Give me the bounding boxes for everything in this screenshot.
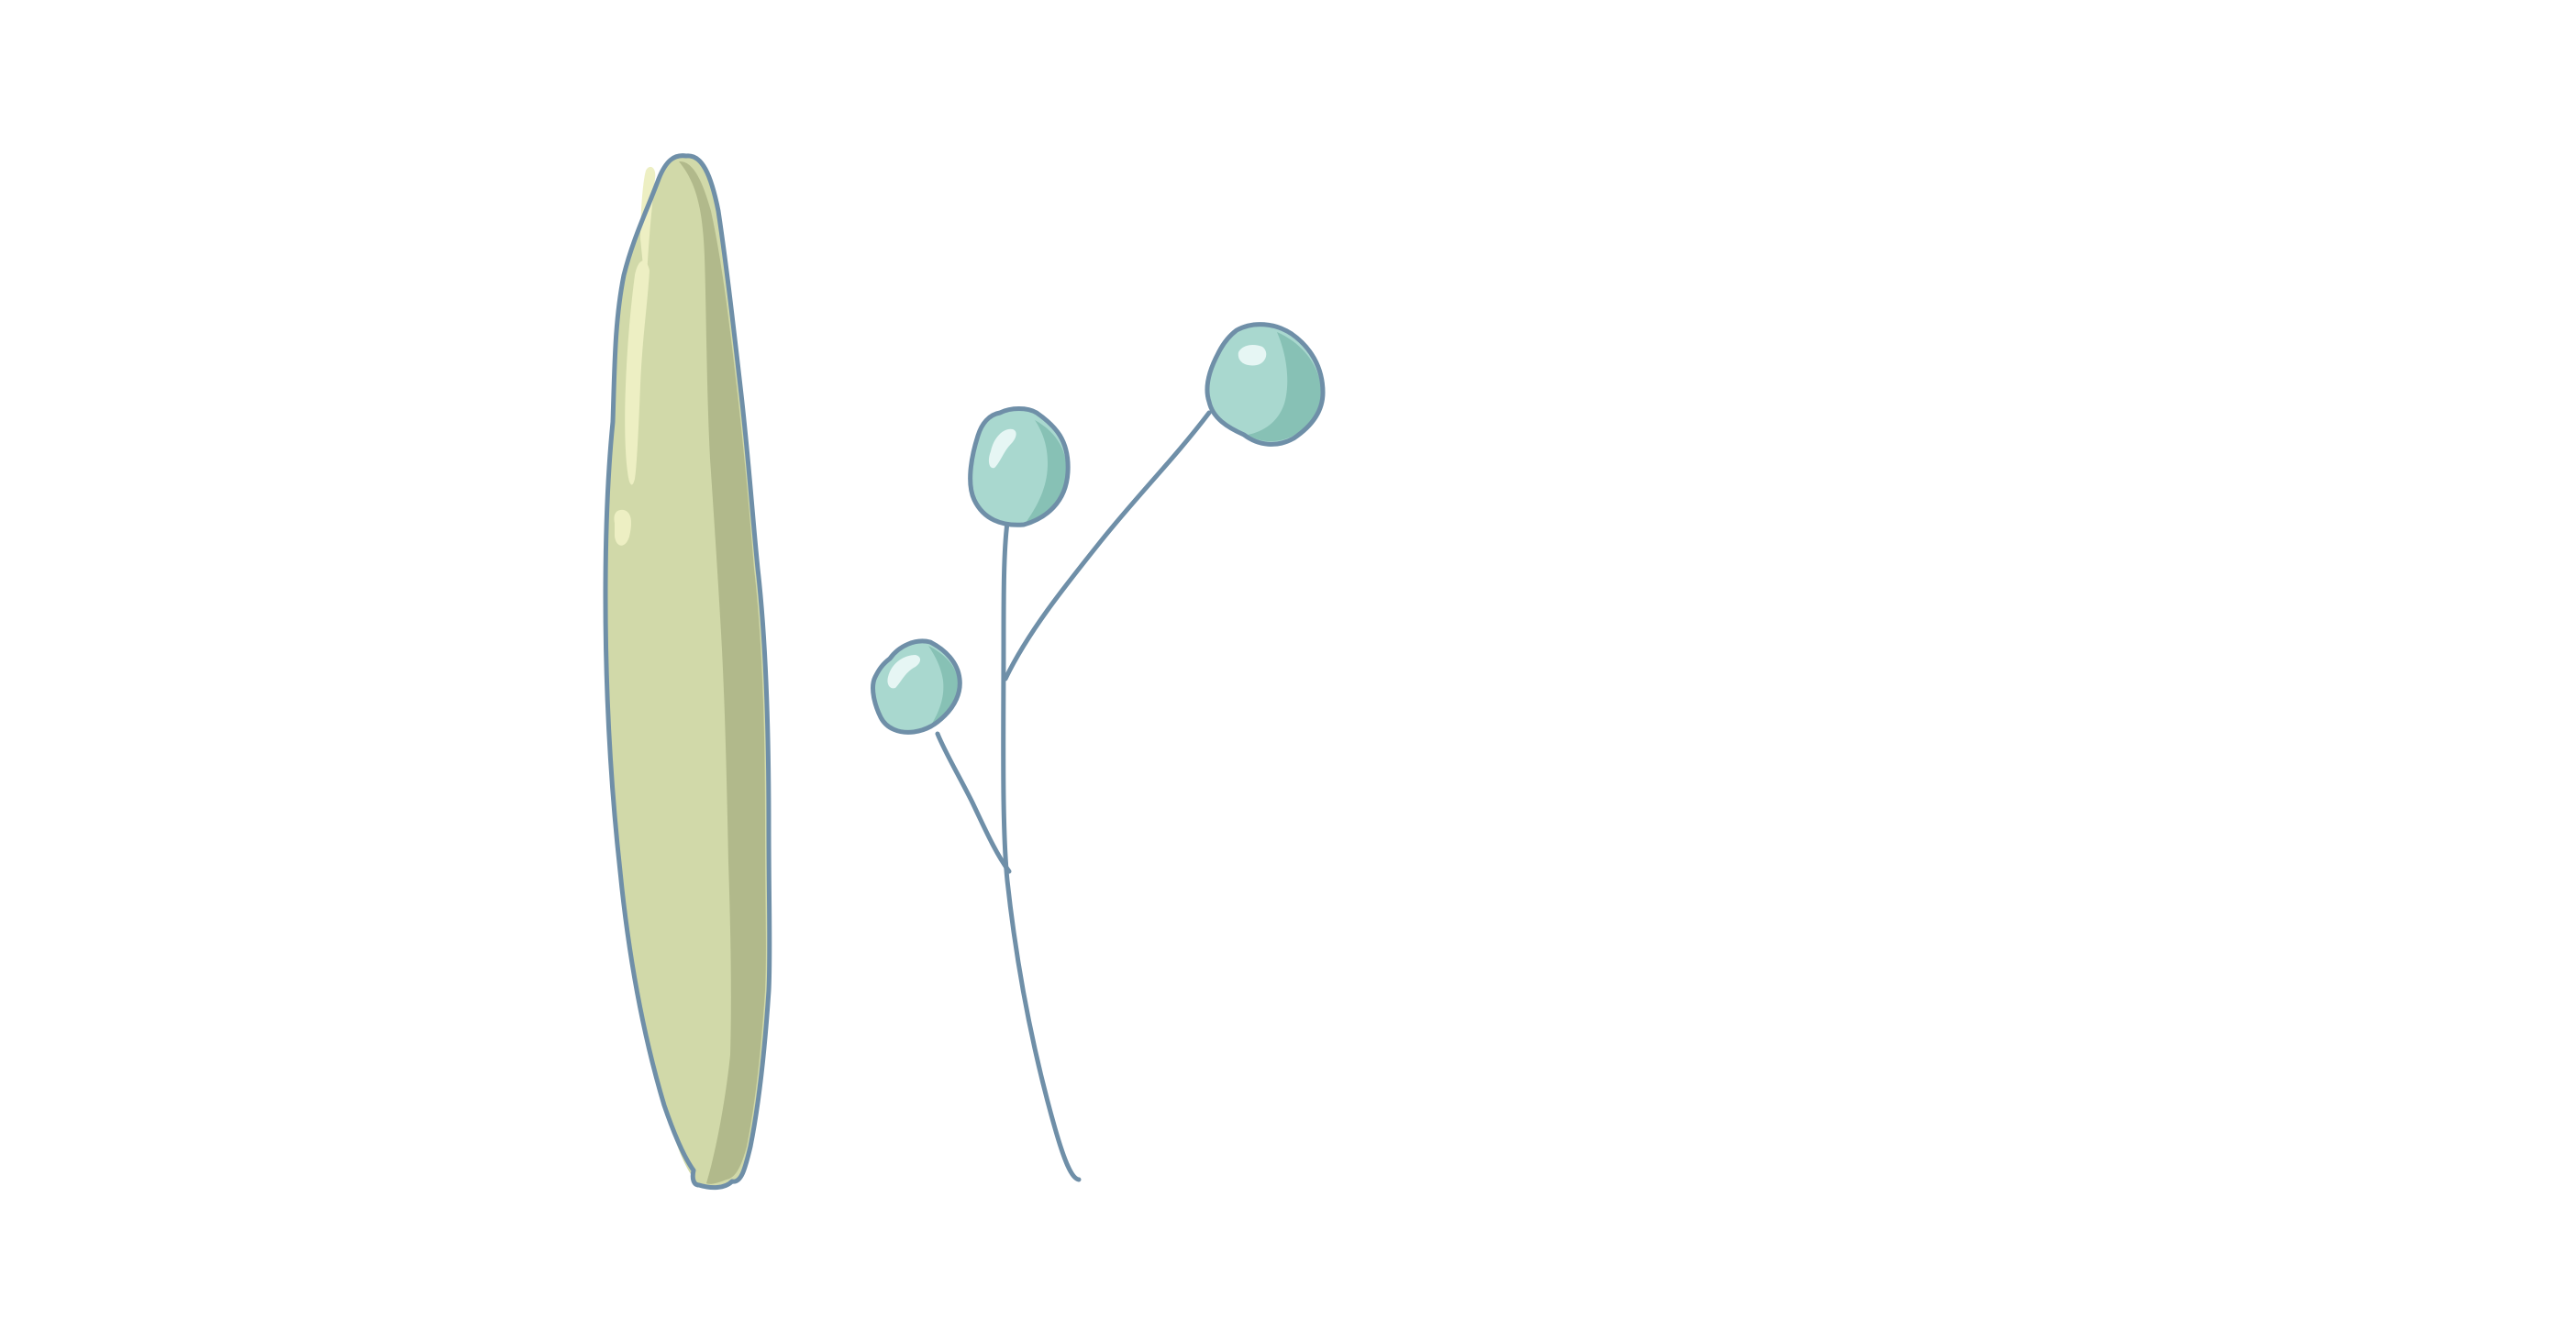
- berry-right: [1205, 322, 1326, 447]
- berry-sprig-icon: [871, 322, 1326, 1182]
- leaf-highlight-dot: [614, 509, 631, 546]
- leaf-highlight-long: [625, 260, 650, 485]
- berry-left: [871, 638, 962, 735]
- right-branch-stem: [1003, 410, 1212, 682]
- main-stem: [1001, 520, 1082, 1182]
- leaf-icon: [603, 153, 772, 1191]
- leaf-outline: [603, 153, 772, 1191]
- berry-top: [968, 406, 1071, 527]
- left-branch-stem: [935, 731, 1012, 874]
- leaf-shadow: [679, 161, 766, 1184]
